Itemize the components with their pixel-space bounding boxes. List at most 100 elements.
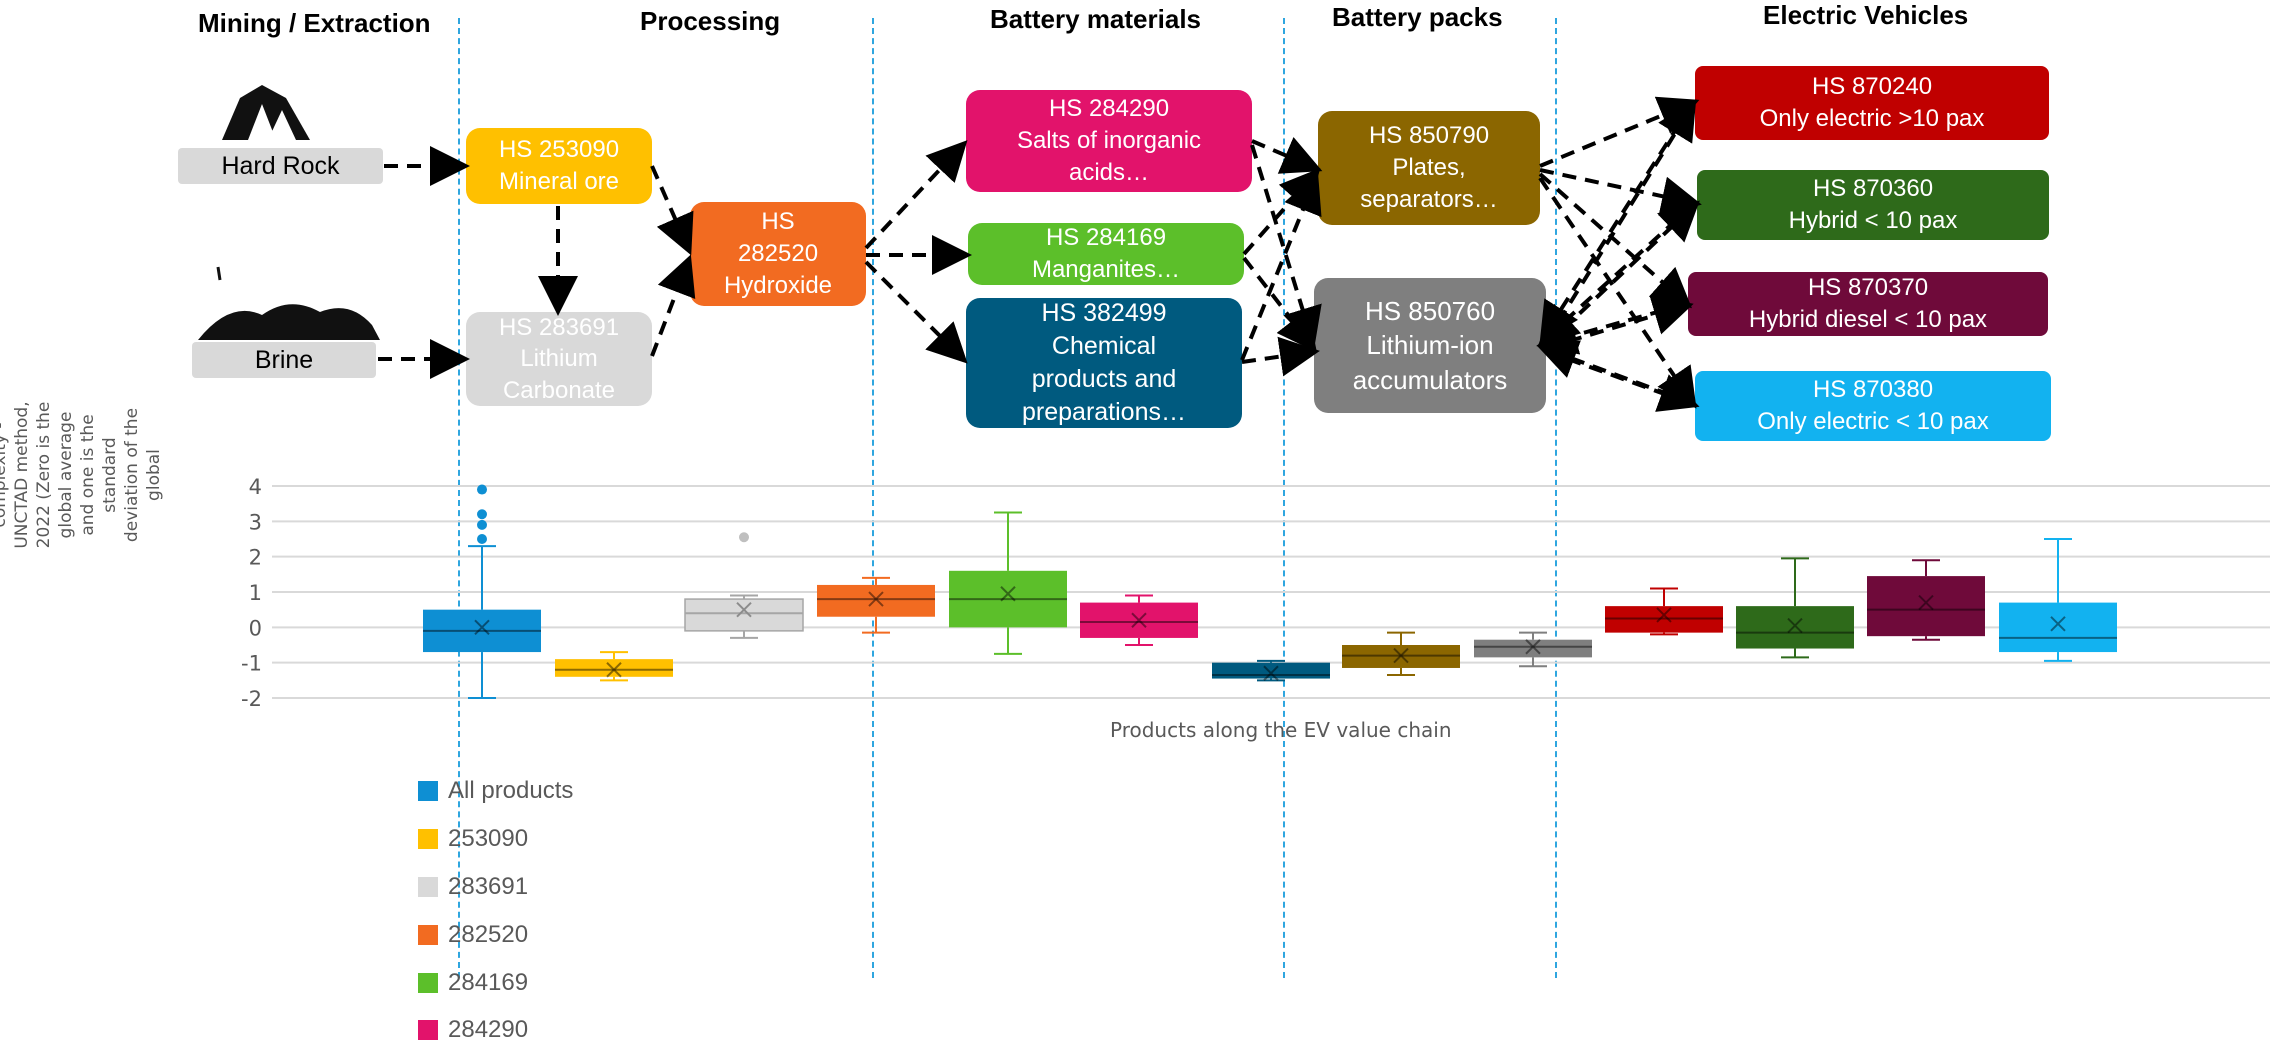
box-mean-marker bbox=[1131, 612, 1147, 628]
node-hs-870240-line2: Only electric >10 pax bbox=[1759, 105, 1985, 132]
legend-item: All products bbox=[418, 777, 573, 805]
node-hs-284169: HS 284169 Manganites… bbox=[968, 223, 1244, 285]
y-tick-label: 4 bbox=[249, 475, 262, 499]
node-hs-870380-line2: Only electric < 10 pax bbox=[1757, 408, 1989, 435]
y-axis-title-line: 2022 (Zero is the bbox=[34, 401, 54, 549]
box-mean-marker bbox=[1787, 617, 1803, 634]
outlier-point bbox=[739, 532, 749, 543]
node-hs-850760: HS 850760 Lithium-ion accumulators bbox=[1314, 278, 1546, 413]
legend-label: All products bbox=[448, 777, 574, 804]
legend-label: 253090 bbox=[448, 825, 529, 852]
y-tick-label: -1 bbox=[241, 652, 262, 676]
stage-header-battery-materials: Battery materials bbox=[990, 4, 1201, 34]
node-hs-282520-line3: Hydroxide bbox=[723, 271, 833, 299]
node-hs-870360-line2: Hybrid < 10 pax bbox=[1788, 207, 1958, 234]
box-mean-marker bbox=[1393, 647, 1409, 664]
legend-label: 284169 bbox=[448, 969, 529, 996]
node-hs-282520: HS 282520 Hydroxide bbox=[690, 202, 866, 306]
node-hs-870360-line1: HS 870360 bbox=[1812, 175, 1934, 203]
box-283691 bbox=[684, 598, 804, 632]
brine-icon bbox=[198, 266, 380, 340]
box-284290 bbox=[1080, 602, 1198, 638]
arrow bbox=[650, 165, 694, 256]
legend-swatch bbox=[418, 829, 438, 849]
outlier-point bbox=[477, 534, 487, 544]
y-axis-title-line: deviation of the bbox=[122, 407, 142, 543]
node-hs-850760-line3: accumulators bbox=[1352, 364, 1508, 395]
node-hs-284290-line3: acids… bbox=[1068, 158, 1150, 186]
y-axis-title-line: and one is the bbox=[78, 414, 98, 536]
box-mean-marker bbox=[1918, 594, 1934, 611]
node-hs-283691-line3: Carbonate bbox=[502, 376, 616, 404]
y-tick-label: 3 bbox=[249, 510, 262, 534]
arrow bbox=[1240, 172, 1322, 361]
box-All products bbox=[423, 609, 541, 653]
node-hs-850760-line1: HS 850760 bbox=[1364, 296, 1496, 327]
box-282520 bbox=[817, 584, 935, 617]
box-382499 bbox=[1212, 662, 1330, 679]
box-850790 bbox=[1342, 645, 1460, 668]
legend-item: 283691 bbox=[418, 873, 528, 901]
node-hs-253090-line2: Mineral ore bbox=[498, 168, 620, 195]
arrow bbox=[1251, 137, 1323, 174]
node-hs-850790-line1: HS 850790 bbox=[1368, 122, 1490, 150]
outlier-point bbox=[477, 519, 487, 530]
legend-item: 253090 bbox=[418, 825, 528, 853]
node-hs-382499-line4: preparations… bbox=[1022, 398, 1186, 426]
box-mean-marker bbox=[1000, 586, 1016, 602]
legend-swatch bbox=[418, 781, 438, 801]
node-hs-870240: HS 870240 Only electric >10 pax bbox=[1695, 66, 2049, 140]
node-hs-870240-line1: HS 870240 bbox=[1811, 73, 1933, 101]
x-axis-title: Products along the EV value chain bbox=[1110, 718, 1452, 742]
y-tick-label: 1 bbox=[249, 581, 262, 605]
source-hard-rock: Hard Rock bbox=[178, 148, 383, 184]
node-hs-870380: HS 870380 Only electric < 10 pax bbox=[1695, 371, 2051, 441]
node-hs-283691-line2: Lithium bbox=[520, 345, 598, 373]
stage-divider bbox=[458, 18, 460, 978]
arrow bbox=[1242, 168, 1321, 256]
y-axis-title-line: standard bbox=[100, 437, 120, 513]
stage-header-mining: Mining / Extraction bbox=[198, 8, 431, 38]
node-hs-850790-line3: separators… bbox=[1360, 185, 1498, 213]
arrow bbox=[1242, 256, 1317, 353]
arrow bbox=[1536, 302, 1687, 355]
box-870360 bbox=[1736, 606, 1854, 649]
node-hs-253090-line1: HS 253090 bbox=[498, 136, 620, 164]
y-axis-title-line: global bbox=[144, 449, 164, 501]
arrow bbox=[1539, 96, 1700, 168]
hard-rock-icon bbox=[222, 85, 310, 140]
box-870370 bbox=[1867, 576, 1985, 637]
source-hard-rock-label: Hard Rock bbox=[221, 151, 340, 180]
arrow bbox=[1250, 144, 1322, 348]
node-hs-870370-line2: Hybrid diesel < 10 pax bbox=[1748, 306, 1988, 333]
arrow bbox=[1241, 336, 1320, 377]
stage-divider bbox=[872, 18, 874, 978]
node-hs-284290-line1: HS 284290 bbox=[1048, 95, 1170, 123]
box-mean-marker bbox=[1525, 639, 1541, 655]
arrow bbox=[1538, 172, 1692, 309]
stage-divider bbox=[1283, 18, 1285, 978]
node-hs-284169-line1: HS 284169 bbox=[1045, 224, 1167, 252]
node-hs-870370: HS 870370 Hybrid diesel < 10 pax bbox=[1688, 272, 2048, 336]
box-mean-marker bbox=[2050, 616, 2066, 632]
node-hs-284290-line2: Salts of inorganic bbox=[1016, 127, 1202, 155]
y-axis-title-line: global average bbox=[56, 411, 76, 539]
arrow bbox=[650, 254, 696, 357]
legend-swatch bbox=[418, 1020, 438, 1040]
box-mean-marker bbox=[1263, 665, 1279, 681]
y-axis-title-line: UNCTAD method, bbox=[12, 401, 32, 549]
y-tick-label: 0 bbox=[249, 616, 262, 640]
node-hs-283691-line1: HS 283691 bbox=[498, 313, 620, 341]
node-hs-850790-line2: Plates, bbox=[1392, 154, 1466, 182]
box-253090 bbox=[555, 659, 673, 677]
legend-item: 284169 bbox=[418, 969, 528, 997]
box-870380 bbox=[1999, 602, 2117, 653]
node-hs-850760-line2: Lithium-ion bbox=[1366, 330, 1494, 361]
box-mean-marker bbox=[606, 662, 622, 678]
box-mean-marker bbox=[868, 591, 884, 607]
box-284169 bbox=[949, 570, 1067, 628]
